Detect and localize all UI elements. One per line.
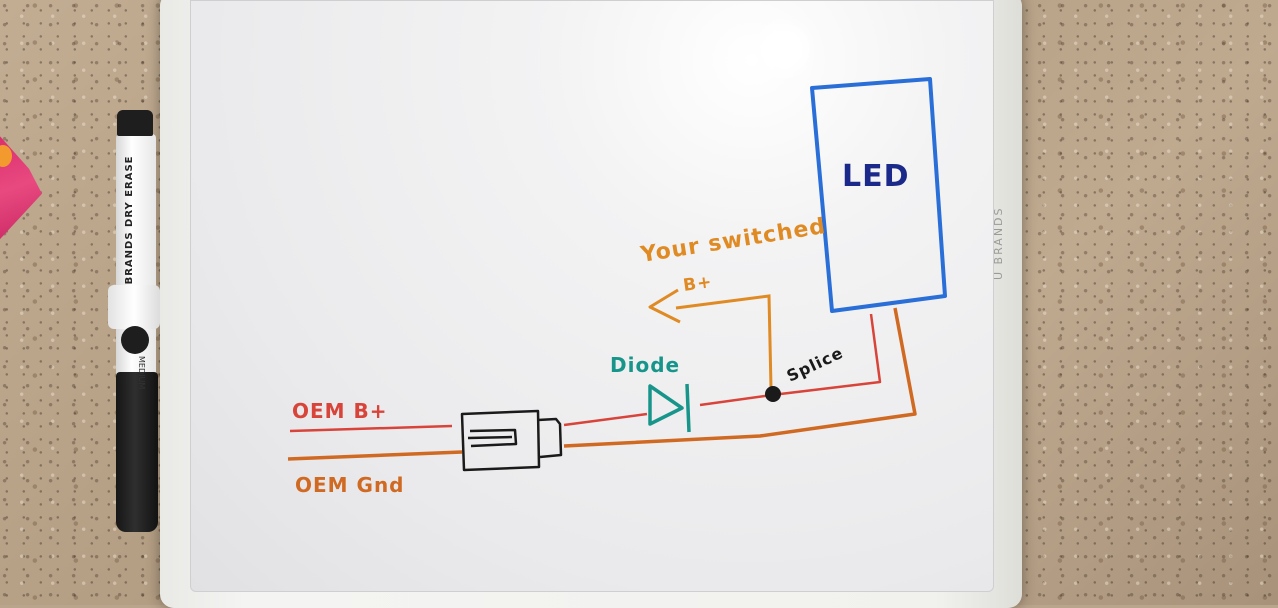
- connector-plug-icon: [460, 409, 563, 472]
- diode-label: Diode: [610, 353, 680, 377]
- your-switched-label: Your switched: [638, 214, 828, 268]
- gnd-to-led-wire: [563, 307, 917, 448]
- oem-b-plus-label: OEM B+: [292, 399, 388, 423]
- led-box: [810, 77, 947, 313]
- switched-b-plus-label: B+: [682, 272, 714, 296]
- diode-to-led-wire: [699, 313, 882, 407]
- switched-b-plus-wire: [675, 294, 773, 389]
- marker-clip: [108, 285, 160, 329]
- light-glare: [754, 12, 814, 86]
- oem-gnd-label: OEM Gnd: [295, 473, 405, 497]
- whiteboard-surface: [190, 0, 994, 592]
- dry-erase-marker: U BRANDS DRY ERASE MEDIUM: [108, 110, 160, 540]
- splice-dot-icon: [765, 386, 781, 402]
- oem-gnd-wire: [287, 450, 463, 461]
- marker-cap: [117, 110, 153, 136]
- marker-badge-icon: [121, 326, 149, 354]
- oem-b-plus-wire: [289, 424, 453, 433]
- marker-size-label: MEDIUM: [137, 356, 146, 390]
- marker-grip: [116, 372, 158, 532]
- arrow-left-icon: [648, 288, 681, 324]
- splice-label: Splice: [784, 343, 847, 386]
- diode-symbol-icon: [648, 383, 691, 433]
- led-label: LED: [842, 159, 910, 194]
- connector-to-diode-wire: [563, 412, 648, 427]
